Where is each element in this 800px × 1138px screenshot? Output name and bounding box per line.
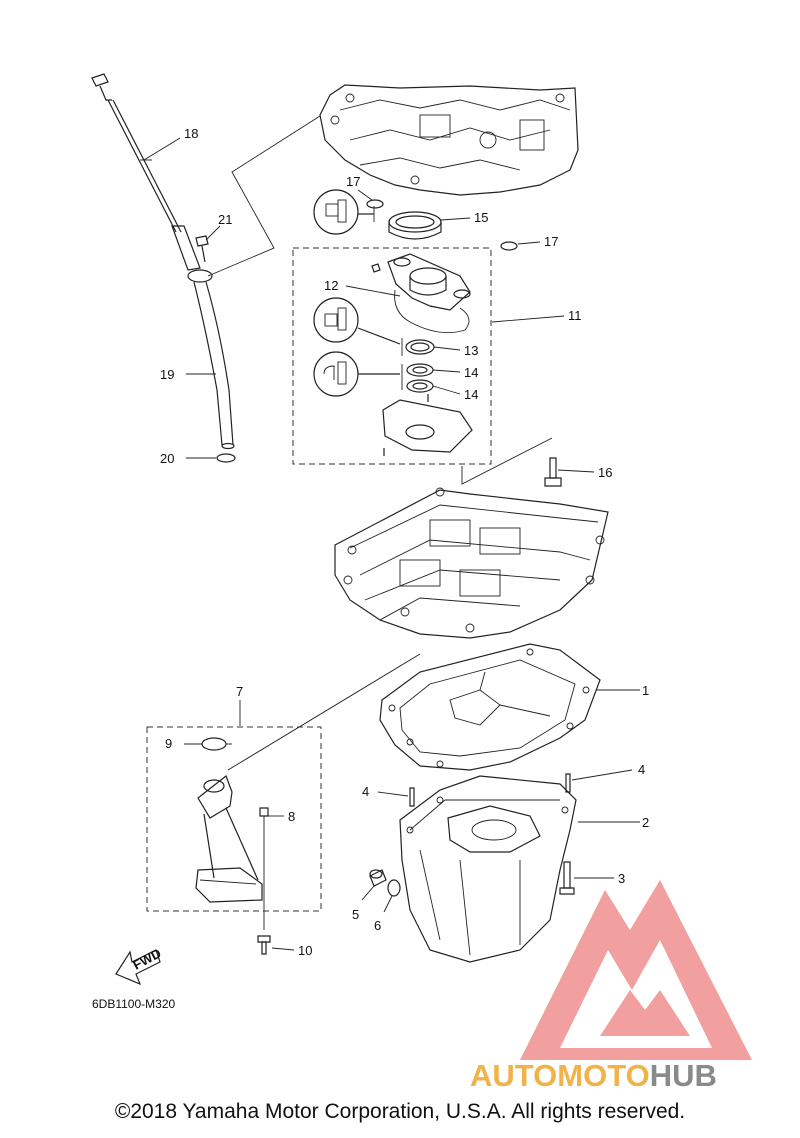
callout-8: 8	[288, 809, 295, 824]
oil-seal-15	[388, 211, 442, 240]
engine-block-outline	[319, 84, 579, 196]
callout-4a: 4	[362, 784, 369, 799]
callout-17b: 17	[544, 234, 558, 249]
bolt-3	[559, 861, 575, 895]
fwd-arrow-icon: FWD	[115, 946, 164, 986]
callout-7: 7	[236, 684, 243, 699]
bolt-16	[544, 457, 562, 487]
callout-13: 13	[464, 343, 478, 358]
bolt-21	[195, 235, 209, 263]
strainer-assembly-box	[292, 247, 492, 465]
gasket-1	[379, 643, 601, 771]
callout-21: 21	[218, 212, 232, 227]
dowel-pin-4b	[565, 773, 571, 793]
strainer-connection-line	[461, 437, 553, 485]
oil-strainer	[195, 775, 263, 903]
automotohub-logo-icon	[520, 880, 752, 1060]
lube-symbol-3	[313, 351, 403, 397]
callout-18: 18	[184, 126, 198, 141]
dipstick-guide-tube	[171, 225, 235, 450]
callout-2: 2	[642, 815, 649, 830]
tube-connection-line	[227, 653, 421, 771]
dipstick	[91, 73, 182, 233]
callout-4b: 4	[638, 762, 645, 777]
callout-1: 1	[642, 683, 649, 698]
callout-17a: 17	[346, 174, 360, 189]
callout-10: 10	[298, 943, 312, 958]
seal-13	[405, 339, 435, 355]
seal-9	[201, 737, 232, 751]
strainer-lower-body	[382, 394, 473, 456]
bearing-14b	[406, 379, 434, 393]
callout-labels: 1 2 3 4 4 5 6 7 8 9 10 11 12 13 14 14 15…	[160, 126, 649, 958]
copyright-text: ©2018 Yamaha Motor Corporation, U.S.A. A…	[114, 1100, 686, 1123]
oring-17b	[500, 241, 518, 251]
callout-5: 5	[352, 907, 359, 922]
bolt-10	[257, 935, 271, 955]
callout-9: 9	[165, 736, 172, 751]
callout-3: 3	[618, 871, 625, 886]
callout-6: 6	[374, 918, 381, 933]
oil-pan-2	[399, 775, 577, 963]
oring-17a	[366, 199, 384, 209]
lube-symbol-1	[313, 189, 375, 235]
drain-plug-5	[369, 869, 387, 887]
callout-20: 20	[160, 451, 174, 466]
guide-connection-line	[207, 115, 321, 277]
bolt-8	[259, 807, 269, 930]
callout-12: 12	[324, 278, 338, 293]
drawing-code: 6DB1100-M320	[92, 997, 175, 1011]
oring-20	[216, 453, 236, 463]
lube-symbol-2	[313, 297, 403, 356]
housing-12	[371, 253, 471, 334]
callout-14a: 14	[464, 365, 478, 380]
bearing-14a	[406, 363, 434, 377]
callout-16: 16	[598, 465, 612, 480]
watermark-text: AUTOMOTOHUB	[470, 1058, 717, 1093]
oil-strainer-box	[146, 726, 322, 912]
callout-11: 11	[568, 308, 582, 323]
dowel-pin-4a	[409, 787, 415, 807]
callout-14b: 14	[464, 387, 478, 402]
upper-case	[334, 487, 609, 639]
callout-19: 19	[160, 367, 174, 382]
leader-lines	[143, 137, 640, 951]
callout-15: 15	[474, 210, 488, 225]
gasket-6	[387, 879, 401, 897]
